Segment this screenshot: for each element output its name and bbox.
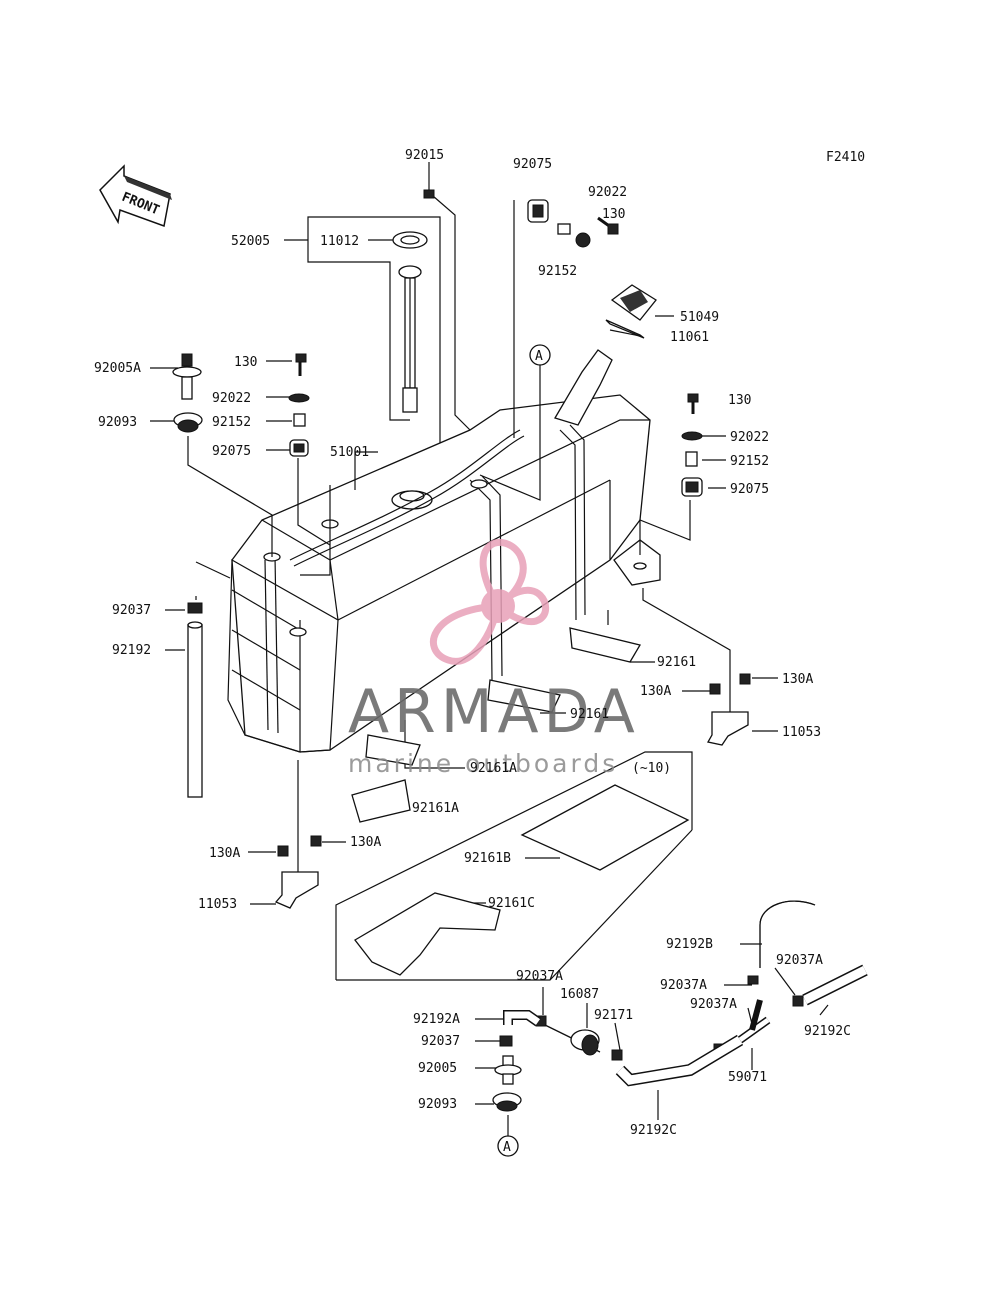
part-label-11061: 11061 xyxy=(670,330,709,345)
part-label-92037a: 92037A xyxy=(660,978,707,993)
part-label-92192a: 92192A xyxy=(413,1012,460,1027)
ref-marker-a-top: A xyxy=(529,344,551,366)
part-label-130a: 130A xyxy=(350,835,381,850)
part-labels: 92015 92075 92022 130 92152 52005 11012 … xyxy=(94,148,851,1138)
watermark-brand: ARMADA xyxy=(348,677,640,747)
part-label-92037a: 92037A xyxy=(776,953,823,968)
part-label-92161: 92161 xyxy=(657,655,696,670)
figure-code: F2410 xyxy=(826,150,865,165)
part-label-92037: 92037 xyxy=(112,603,151,618)
part-label-92075: 92075 xyxy=(730,482,769,497)
fuel-tank-51001 xyxy=(227,349,661,753)
part-label-92161: 92161 xyxy=(570,707,609,722)
part-label-51001: 51001 xyxy=(330,445,369,460)
part-label-92161a: 92161A xyxy=(412,801,459,816)
part-label-92075: 92075 xyxy=(212,444,251,459)
part-label-92171: 92171 xyxy=(594,1008,633,1023)
part-label-92161c: 92161C xyxy=(488,896,535,911)
watermark: ARMADA marine outboards xyxy=(348,538,640,778)
part-label-92192: 92192 xyxy=(112,643,151,658)
front-arrow-icon: FRONT xyxy=(99,164,172,228)
part-label-92037: 92037 xyxy=(421,1034,460,1049)
part-label-59071: 59071 xyxy=(728,1070,767,1085)
part-label-92022: 92022 xyxy=(730,430,769,445)
leader-lines xyxy=(150,162,829,1136)
part-label-92161a: 92161A xyxy=(470,761,517,776)
part-label-92152: 92152 xyxy=(538,264,577,279)
part-label-130a: 130A xyxy=(782,672,813,687)
svg-text:A: A xyxy=(535,349,543,364)
part-label-52005: 52005 xyxy=(231,234,270,249)
part-label-92022: 92022 xyxy=(588,185,627,200)
part-label-92037a: 92037A xyxy=(516,969,563,984)
sender-unit-bracket xyxy=(284,216,441,490)
part-label-130: 130 xyxy=(602,207,625,222)
part-label-92005: 92005 xyxy=(418,1061,457,1076)
qty-note: (~10) xyxy=(632,761,671,776)
fuel-sender-unit xyxy=(392,231,428,413)
watermark-tagline: marine outboards xyxy=(348,749,618,778)
svg-text:A: A xyxy=(503,1140,511,1155)
part-label-92075: 92075 xyxy=(513,157,552,172)
ref-marker-a-bottom: A xyxy=(497,1135,519,1157)
part-label-92161b: 92161B xyxy=(464,851,511,866)
part-label-92152: 92152 xyxy=(212,415,251,430)
propeller-logo-icon xyxy=(429,538,550,665)
part-label-92093: 92093 xyxy=(98,415,137,430)
part-label-92022: 92022 xyxy=(212,391,251,406)
part-label-92005a: 92005A xyxy=(94,361,141,376)
part-label-130a: 130A xyxy=(209,846,240,861)
part-label-11012: 11012 xyxy=(320,234,359,249)
part-label-16087: 16087 xyxy=(560,987,599,1002)
part-label-11053: 11053 xyxy=(198,897,237,912)
part-label-92015: 92015 xyxy=(405,148,444,163)
part-label-130: 130 xyxy=(234,355,257,370)
part-label-92192c: 92192C xyxy=(804,1024,851,1039)
part-label-92192c: 92192C xyxy=(630,1123,677,1138)
part-label-92093: 92093 xyxy=(418,1097,457,1112)
part-label-92192b: 92192B xyxy=(666,937,713,952)
part-label-130a: 130A xyxy=(640,684,671,699)
part-label-92037a: 92037A xyxy=(690,997,737,1012)
part-label-51049: 51049 xyxy=(680,310,719,325)
part-label-92152: 92152 xyxy=(730,454,769,469)
small-parts xyxy=(172,189,868,1112)
part-label-130: 130 xyxy=(728,393,751,408)
part-label-11053: 11053 xyxy=(782,725,821,740)
